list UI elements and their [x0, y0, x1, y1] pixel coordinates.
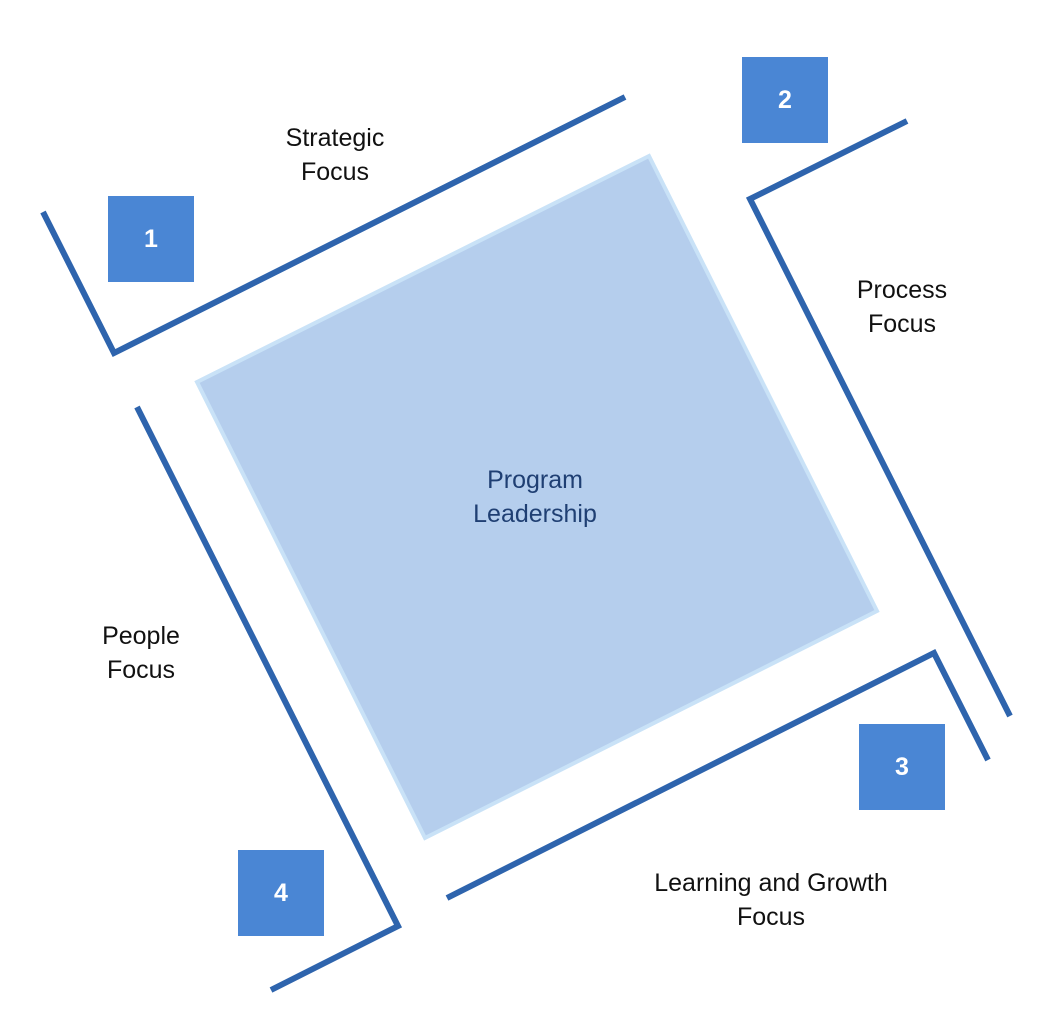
learning-growth-focus-bracket — [445, 648, 991, 901]
people-focus-line2: Focus — [106, 656, 176, 684]
strategic-focus-line2: Focus — [300, 158, 370, 186]
center-label-line1: Program — [487, 466, 583, 494]
learning-growth-focus-line1: Learning and Growth — [654, 869, 888, 897]
strategic-focus-label: Strategic Focus — [225, 121, 445, 189]
program-leadership-square — [194, 153, 880, 841]
badge-3: 3 — [859, 724, 945, 810]
people-focus-label: People Focus — [41, 619, 241, 687]
process-focus-line1: Process — [856, 276, 948, 304]
badge-2: 2 — [742, 57, 828, 143]
learning-growth-focus-line2: Focus — [736, 903, 806, 931]
badge-1: 1 — [108, 196, 194, 282]
center-label-line2: Leadership — [473, 500, 597, 528]
people-focus-bracket — [134, 405, 403, 993]
learning-growth-focus-label: Learning and Growth Focus — [601, 866, 941, 934]
process-focus-line2: Focus — [867, 310, 937, 338]
process-focus-label: Process Focus — [792, 273, 1012, 341]
process-focus-bracket — [745, 118, 1013, 718]
strategic-focus-line1: Strategic — [285, 124, 385, 152]
badge-4: 4 — [238, 850, 324, 936]
people-focus-line1: People — [102, 622, 180, 650]
strategic-focus-bracket — [40, 94, 627, 358]
center-label: Program Leadership — [415, 463, 655, 531]
